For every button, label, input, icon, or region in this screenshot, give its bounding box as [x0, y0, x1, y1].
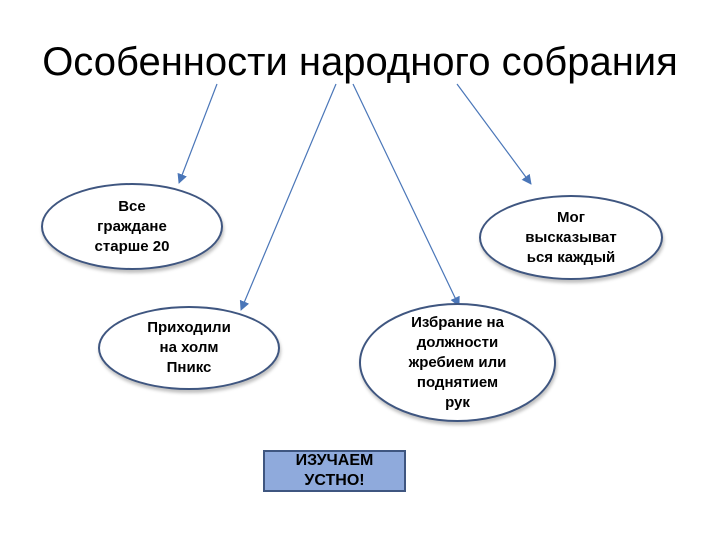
node-speak-text: Мог высказыват ься каждый — [525, 208, 617, 266]
node-all-citizens-text: Все граждане старше 20 — [94, 197, 170, 255]
node-pnyx-hill: Приходили на холм Пникс — [98, 306, 280, 390]
arrow-to-speak — [456, 83, 532, 185]
node-speak: Мог высказыват ься каждый — [479, 195, 663, 280]
slide-title: Особенности народного собрания — [42, 40, 678, 84]
node-election-text: Избрание на должности жребием или поднят… — [408, 313, 507, 411]
arrow-to-all-citizens — [177, 83, 218, 184]
node-pnyx-hill-text: Приходили на холм Пникс — [147, 319, 231, 376]
arrow-to-pnyx-hill — [239, 83, 337, 311]
node-all-citizens: Все граждане старше 20 — [41, 183, 223, 270]
arrow-to-election — [352, 83, 460, 307]
study-orally-text: ИЗУЧАЕМ УСТНО! — [295, 452, 374, 489]
node-election: Избрание на должности жребием или поднят… — [359, 303, 556, 422]
study-orally-note: ИЗУЧАЕМ УСТНО! — [263, 450, 406, 492]
